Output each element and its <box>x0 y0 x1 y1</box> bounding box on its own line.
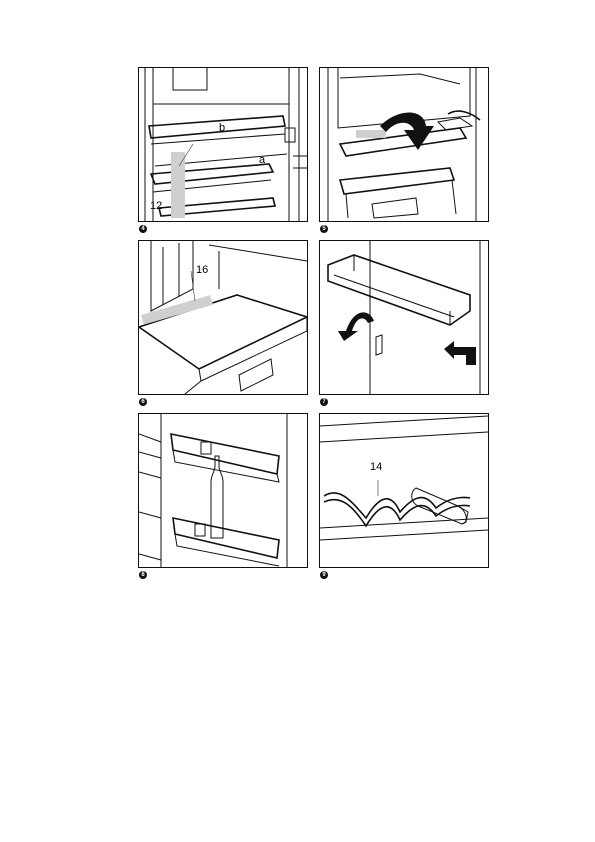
figure-8-drawing <box>139 414 288 567</box>
figure-7-drawing <box>327 241 481 394</box>
figure-9-label-number: 14 <box>370 461 383 473</box>
figure-4-label-b: b <box>219 122 226 134</box>
figure-9-panel: 14 <box>319 413 489 568</box>
figure-6-panel: 16 <box>138 240 308 395</box>
figure-6-drawing <box>139 241 307 394</box>
figure-9-badge: 9 <box>320 571 328 579</box>
figure-9-drawing <box>320 415 488 541</box>
figure-5-badge: 5 <box>320 225 328 233</box>
figure-4-label-a: a <box>259 154 266 166</box>
figure-8-panel <box>138 413 308 568</box>
figure-6-badge: 6 <box>139 398 147 406</box>
figure-5-drawing <box>327 68 481 221</box>
figure-8-badge: 8 <box>139 571 147 579</box>
figure-4-badge: 4 <box>139 225 147 233</box>
figure-4-drawing <box>144 68 307 221</box>
figure-7-badge: 7 <box>320 398 328 406</box>
figure-4-label-number: 12 <box>150 200 163 212</box>
figure-5-panel <box>319 67 489 222</box>
figure-6-label-number: 16 <box>196 264 209 276</box>
figure-4-panel: b a 12 <box>138 67 308 222</box>
figure-7-panel <box>319 240 489 395</box>
